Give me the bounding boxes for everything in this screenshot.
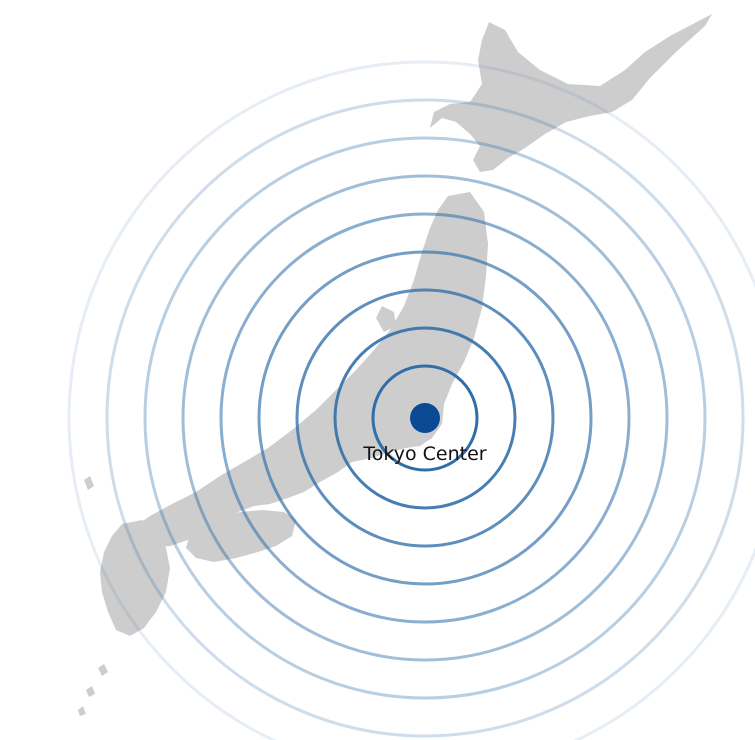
hokkaido-island: [430, 14, 712, 172]
distance-ring: [67, 60, 755, 740]
honshu-island: [126, 192, 488, 554]
distance-ring: [219, 212, 631, 624]
noto-peninsula: [376, 306, 396, 332]
tokyo-center-marker: [410, 403, 440, 433]
distance-ring: [105, 98, 745, 738]
japan-landmass: [78, 14, 712, 716]
kyushu-island: [100, 520, 170, 636]
distance-ring: [371, 364, 479, 472]
distance-ring: [143, 136, 707, 700]
tokyo-center-label: Tokyo Center: [362, 443, 486, 465]
distance-rings: [67, 60, 755, 740]
western-islet: [84, 476, 94, 490]
distance-ring: [295, 288, 555, 548]
distance-ring: [333, 326, 517, 510]
shikoku-island: [186, 510, 296, 562]
southern-islands: [78, 664, 108, 716]
distance-ring: [257, 250, 593, 586]
distance-ring: [181, 174, 669, 662]
